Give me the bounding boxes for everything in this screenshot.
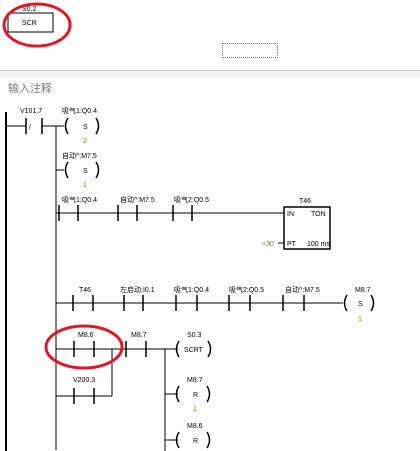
contact-label-v101: V101.7 <box>20 108 42 115</box>
contact-label: V200.3 <box>73 377 95 384</box>
address-field[interactable] <box>222 43 278 58</box>
network-comment[interactable]: 输入注释 <box>8 82 52 95</box>
annotation-circle-m86 <box>44 324 124 370</box>
set-coil-m75[interactable] <box>64 161 69 179</box>
rung-4: T46 左启动:I0.1 吸气1:Q0.4 吸气2:Q0.5 自动^:M7.5 … <box>56 285 375 323</box>
coil-count: 1 <box>83 182 87 189</box>
coil-count: 1 <box>358 316 362 323</box>
contact-label: 自动^:M7.5 <box>120 195 155 204</box>
coil-type: R <box>193 438 198 445</box>
timer-in: IN <box>287 211 294 218</box>
contact-label: 自动^:M7.5 <box>285 285 320 294</box>
coil-type: S <box>358 301 363 308</box>
rung-5: M8.6 V200.3 M8.7 S0.3 SCRT M8.7 R 1 <box>44 324 212 451</box>
coil-type: S <box>83 124 88 131</box>
contact-label: M8.6 <box>78 332 94 339</box>
timer-pt: PT <box>287 241 297 248</box>
coil-label-m87: M8.7 <box>355 287 371 294</box>
annotation-circle-scr <box>2 2 72 48</box>
scrt-text: SCRT <box>184 347 204 354</box>
coil-type: S <box>83 168 88 175</box>
contact-label: 吸气1:Q0.4 <box>62 195 97 204</box>
contact-label: 吸气2:Q0.5 <box>229 285 264 294</box>
coil-label-q04: 吸气1:Q0.4 <box>62 106 97 115</box>
rung-1: V101.7 / 吸气1:Q0.4 S 2 <box>6 106 100 145</box>
timer-block[interactable] <box>283 206 331 250</box>
timer-name: T46 <box>299 198 311 205</box>
coil-count: 2 <box>83 138 87 145</box>
contact-label: 吸气2:Q0.5 <box>174 195 209 204</box>
set-coil-q04[interactable] <box>64 117 69 135</box>
scr-block[interactable] <box>7 12 54 33</box>
reset-label-m86: M8.6 <box>187 423 203 430</box>
contact-symbol: / <box>29 124 31 131</box>
scrt-coil[interactable] <box>175 340 180 358</box>
scr-address: S0.2 <box>22 6 37 13</box>
set-coil-m87[interactable] <box>343 294 348 312</box>
rung-2: 自动^:M7.5 S 1 <box>55 126 100 189</box>
scrt-label: S0.3 <box>187 332 202 339</box>
timer-preset: +30 <box>262 241 274 248</box>
contact-label: 吸气1:Q0.4 <box>174 285 209 294</box>
contact-label: M8.7 <box>131 332 147 339</box>
divider <box>0 70 420 71</box>
top-panel <box>0 0 420 70</box>
rung-3: 吸气1:Q0.4 自动^:M7.5 吸气2:Q0.5 T46 IN TON PT… <box>55 170 331 450</box>
timer-base: 100 ms <box>307 241 330 248</box>
contact-label: T46 <box>79 287 91 294</box>
coil-count: 1 <box>193 406 197 413</box>
scr-label: SCR <box>22 20 37 27</box>
timer-type: TON <box>311 211 326 218</box>
coil-type: R <box>193 392 198 399</box>
network-header-bar <box>0 71 420 78</box>
reset-label-m87: M8.7 <box>187 377 203 384</box>
reset-coil-m87[interactable] <box>175 385 180 403</box>
coil-label-m75: 自动^:M7.5 <box>62 151 97 160</box>
reset-coil-m86[interactable] <box>175 431 180 449</box>
contact-label: 左启动:I0.1 <box>120 285 155 294</box>
